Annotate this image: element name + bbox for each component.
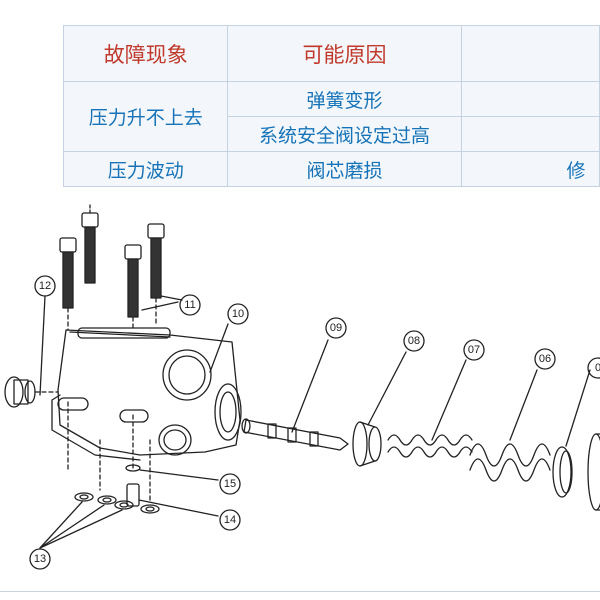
callout-label: 11	[184, 299, 195, 311]
plug-part	[4, 376, 59, 408]
leader-line	[367, 351, 407, 426]
header-cause: 可能原因	[227, 25, 462, 82]
bolt-part	[59, 237, 77, 331]
callout-circle	[219, 473, 241, 495]
row1-remedy	[460, 81, 600, 117]
row3-cause: 阀芯磨损	[227, 151, 462, 187]
large-spring-part	[469, 443, 551, 482]
table-row: 压力波动 阀芯磨损 修	[62, 151, 600, 187]
fault-table: 故障现象 可能原因 压力升不上去 弹簧变形 系统安全阀设定过高 压力波动 阀芯磨…	[62, 25, 600, 187]
callout-circle	[227, 303, 249, 325]
bolt-part	[124, 244, 142, 331]
callout-label: 07	[468, 344, 480, 356]
row1-cause: 弹簧变形	[227, 81, 462, 117]
bolt-part	[147, 223, 165, 326]
callout-label: 0	[595, 362, 600, 374]
row2-remedy	[460, 116, 600, 152]
callout-label: 14	[224, 514, 236, 526]
callout-circle	[325, 317, 347, 339]
washer-and-pin-parts	[125, 464, 219, 517]
bolt-part	[81, 204, 99, 284]
leader-line	[565, 369, 591, 447]
header-symptom: 故障现象	[62, 25, 229, 82]
callout-circle	[34, 275, 56, 297]
leader-line	[141, 295, 183, 311]
leader-line	[209, 323, 229, 373]
callout-circle	[403, 330, 425, 352]
row3-symptom: 压力波动	[62, 151, 229, 187]
callout-circle	[534, 348, 556, 370]
callout-label: 15	[224, 478, 236, 490]
spool-part	[241, 418, 349, 451]
callout-label: 08	[408, 335, 420, 347]
callout-label: 12	[39, 280, 51, 292]
leader-line	[431, 359, 467, 441]
row1-symptom: 压力升不上去	[62, 81, 229, 152]
bottom-divider	[0, 591, 600, 592]
leader-line	[509, 369, 538, 441]
small-spring-part	[387, 434, 473, 458]
callout-circle	[29, 548, 51, 570]
callout-circle	[587, 357, 600, 379]
table-row: 压力升不上去 弹簧变形	[62, 81, 600, 152]
leader-line	[291, 339, 329, 433]
table-header-row: 故障现象 可能原因	[62, 25, 600, 82]
end-cap-part	[587, 433, 600, 511]
leader-line	[39, 295, 46, 396]
callout-label: 06	[539, 353, 551, 365]
callout-label: 10	[232, 308, 244, 320]
callout-label: 09	[330, 322, 342, 334]
callout-label: 13	[34, 553, 46, 565]
exploded-view-diagram: 12 11 10 09 08 07 06 0 15 14 13	[4, 204, 600, 570]
valve-housing	[51, 327, 242, 501]
callout-circle	[219, 509, 241, 531]
row3-remedy: 修	[460, 151, 600, 187]
callout-circle	[463, 339, 485, 361]
seat-part	[352, 421, 382, 467]
table-row: 系统安全阀设定过高	[64, 116, 600, 152]
callout-circle	[179, 294, 201, 316]
ring-part	[552, 446, 573, 498]
row2-cause: 系统安全阀设定过高	[227, 116, 462, 152]
header-remedy	[460, 25, 600, 82]
washer-parts	[39, 492, 160, 549]
